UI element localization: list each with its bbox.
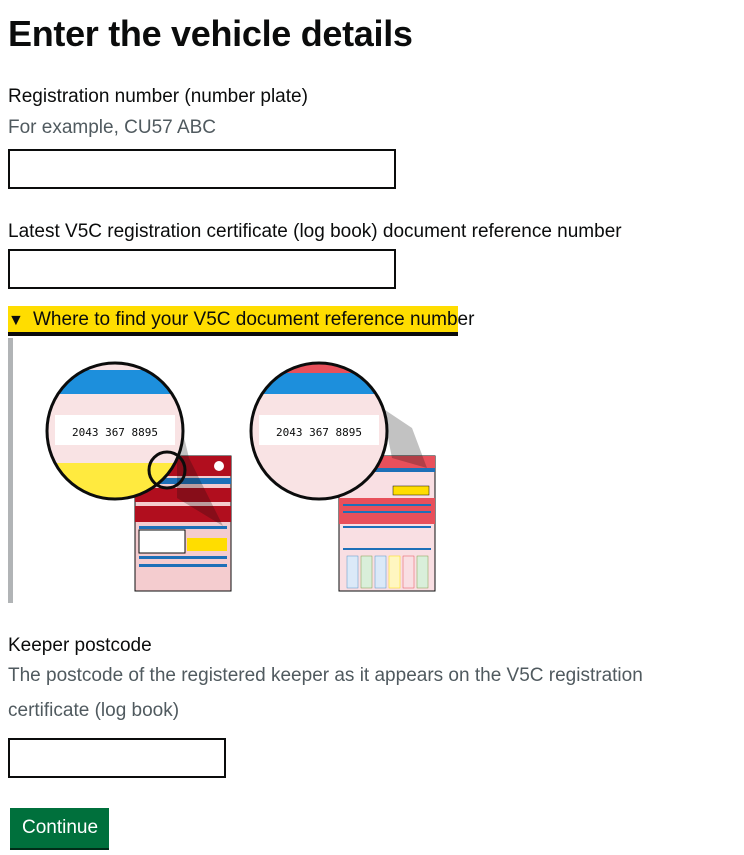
triangle-down-icon: ▼ [8,312,24,329]
postcode-label: Keeper postcode [8,635,152,656]
registration-label: Registration number (number plate) [8,86,308,107]
postcode-input[interactable] [8,738,226,778]
continue-button[interactable]: Continue [10,808,109,848]
registration-input[interactable] [8,149,396,189]
v5c-label: Latest V5C registration certificate (log… [8,221,622,242]
page-title: Enter the vehicle details [8,13,413,54]
postcode-hint: The postcode of the registered keeper as… [8,665,643,721]
v5c-details-panel: 2043 367 8895 [8,338,468,603]
magnifier-new: 2043 367 8895 [249,361,389,501]
v5c-details-toggle[interactable]: ▼ Where to find your V5C document referen… [8,306,474,336]
example-reference-1: 2043 367 8895 [72,426,158,439]
v5c-details-summary-text: Where to find your V5C document referenc… [33,309,475,330]
v5c-illustration: 2043 367 8895 [45,361,436,592]
v5c-reference-input[interactable] [8,249,396,289]
example-reference-2: 2043 367 8895 [276,426,362,439]
registration-hint: For example, CU57 ABC [8,117,217,138]
